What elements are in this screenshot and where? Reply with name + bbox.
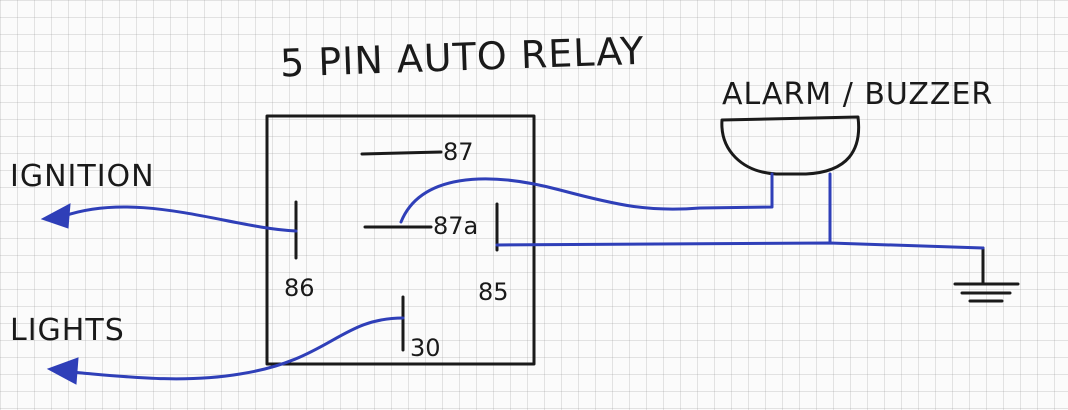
- ground-symbol: [953, 246, 1020, 303]
- buzzer-symbol: [720, 115, 861, 176]
- ignition-wire: [62, 205, 298, 233]
- buzzer-feed-wire: [399, 172, 774, 224]
- pin-85-label: 85: [478, 278, 509, 306]
- pin-86-label: 86: [284, 274, 315, 302]
- ignition-label: IGNITION: [10, 159, 155, 194]
- lights-label: LIGHTS: [10, 313, 125, 348]
- pin-87a-label: 87a: [433, 212, 478, 240]
- lights-arrow: [46, 357, 79, 385]
- ignition-arrow: [40, 203, 71, 229]
- lights-wire: [68, 316, 405, 381]
- diagram-title: 5 PIN AUTO RELAY: [279, 29, 645, 86]
- pin-87-label: 87: [443, 138, 474, 166]
- ground-bus-wire: [495, 241, 985, 250]
- pin-30-label: 30: [410, 334, 441, 362]
- alarm-buzzer-label: ALARM / BUZZER: [722, 77, 993, 112]
- relay-box: [265, 114, 536, 366]
- pin-87-contact: [360, 150, 443, 156]
